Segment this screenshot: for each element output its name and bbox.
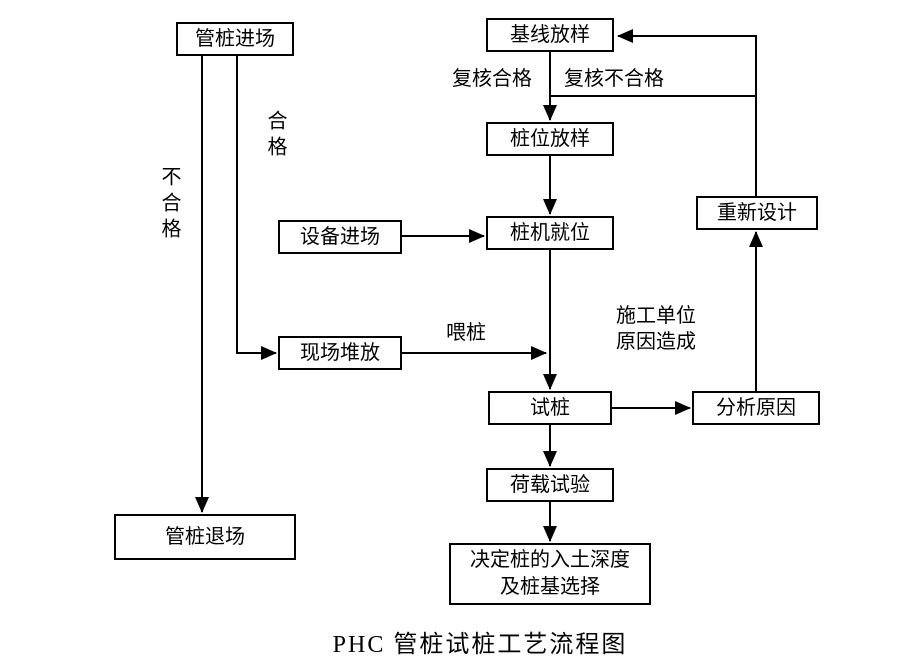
node-pipe-pile-exit-label: 管桩退场 <box>165 525 245 548</box>
node-load-test: 荷载试验 <box>486 468 614 502</box>
node-redesign: 重新设计 <box>696 196 818 230</box>
edge-label-unqualified: 不合格 <box>158 166 180 244</box>
edge-label-construction-cause-line1: 施工单位 <box>616 305 696 327</box>
edge-label-review-pass: 复核合格 <box>452 68 532 90</box>
node-pile-machine-in-place: 桩机就位 <box>486 216 614 250</box>
node-pile-position-layout-label: 桩位放样 <box>510 127 590 150</box>
edge-label-review-fail: 复核不合格 <box>564 68 664 90</box>
node-pipe-pile-entry-label: 管桩进场 <box>195 27 275 50</box>
node-pipe-pile-exit: 管桩退场 <box>114 514 296 560</box>
node-test-pile-label: 试桩 <box>530 396 570 419</box>
node-decision-label-line1: 决定桩的入土深度 <box>470 549 630 571</box>
node-equipment-entry: 设备进场 <box>278 220 402 254</box>
node-pile-position-layout: 桩位放样 <box>486 122 614 156</box>
node-test-pile: 试桩 <box>488 391 612 425</box>
edge-label-construction-cause: 施工单位 原因造成 <box>586 303 726 355</box>
node-baseline-layout-label: 基线放样 <box>510 23 590 46</box>
node-site-stacking: 现场堆放 <box>278 336 402 370</box>
node-pile-machine-in-place-label: 桩机就位 <box>510 221 590 244</box>
diagram-title: PHC 管桩试桩工艺流程图 <box>332 632 628 658</box>
node-baseline-layout: 基线放样 <box>486 18 614 52</box>
node-site-stacking-label: 现场堆放 <box>300 341 380 364</box>
node-decision-label-line2: 及桩基选择 <box>500 576 600 598</box>
connector-entry-to-stacking <box>236 56 277 360</box>
edge-label-qualified: 合格 <box>264 110 286 162</box>
edge-label-feed-pile: 喂桩 <box>446 322 486 344</box>
edge-label-construction-cause-line2: 原因造成 <box>616 331 696 353</box>
node-analyze-cause-label: 分析原因 <box>716 396 796 419</box>
node-pipe-pile-entry: 管桩进场 <box>176 22 294 56</box>
node-analyze-cause: 分析原因 <box>692 391 820 425</box>
node-load-test-label: 荷载试验 <box>510 473 590 496</box>
node-decision: 决定桩的入土深度 及桩基选择 <box>449 543 651 605</box>
node-equipment-entry-label: 设备进场 <box>300 225 380 248</box>
connector-redesign-to-baseline <box>617 29 757 196</box>
node-redesign-label: 重新设计 <box>717 201 797 224</box>
